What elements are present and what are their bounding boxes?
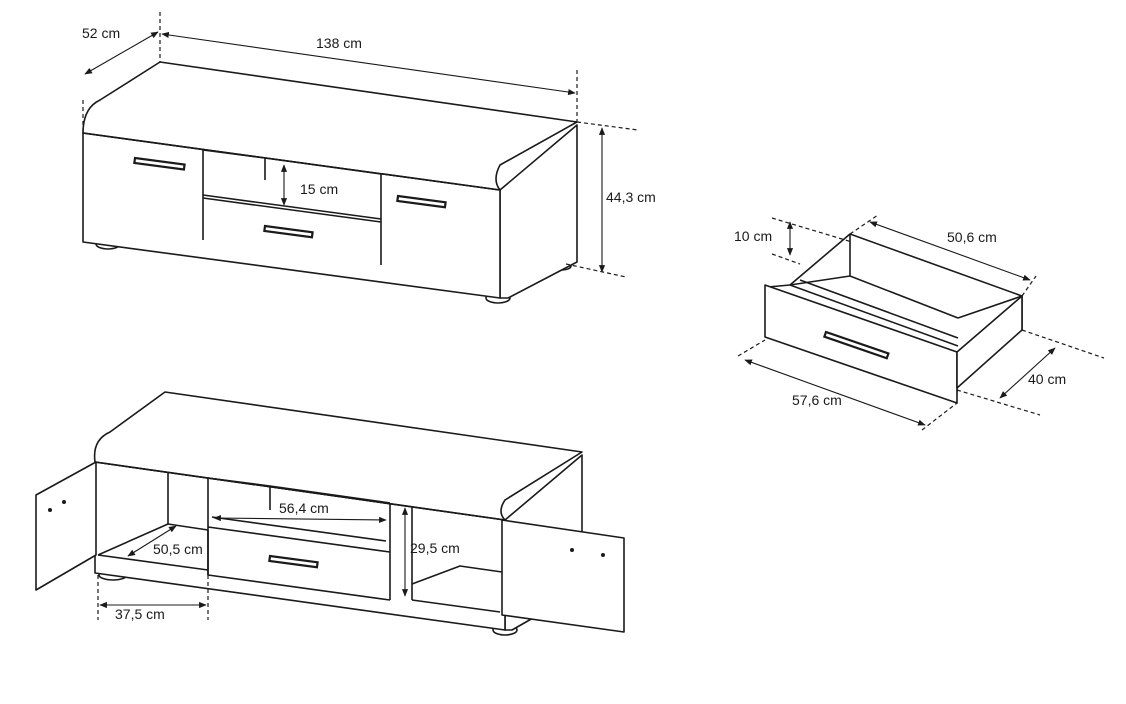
- label-drawer-height: 10 cm: [734, 228, 772, 244]
- drawer-dimensions: 10 cm 50,6 cm 40 cm 57,6 cm: [734, 214, 1105, 431]
- label-compartment-width: 37,5 cm: [115, 606, 165, 622]
- label-drawer-inner-width: 50,6 cm: [947, 229, 997, 245]
- open-cabinet-dimensions: 37,5 cm 50,5 cm 56,4 cm 29,5 cm: [97, 500, 460, 622]
- label-drawer-depth: 40 cm: [1028, 371, 1066, 387]
- drawer-view: [764, 233, 1023, 404]
- label-compartment-height: 29,5 cm: [410, 540, 460, 556]
- label-compartment-depth: 50,5 cm: [153, 541, 203, 557]
- label-depth: 52 cm: [82, 25, 120, 41]
- left-door-open: [35, 461, 97, 591]
- label-shelf-height: 15 cm: [300, 181, 338, 197]
- open-cabinet-view: [35, 391, 625, 636]
- right-door-open: [501, 519, 625, 633]
- label-shelf-width: 56,4 cm: [279, 500, 329, 516]
- label-width: 138 cm: [316, 35, 362, 51]
- label-drawer-front-width: 57,6 cm: [792, 392, 842, 408]
- label-height: 44,3 cm: [606, 189, 656, 205]
- closed-cabinet-dimensions: 52 cm 138 cm 15 cm 44,3 cm: [82, 12, 656, 278]
